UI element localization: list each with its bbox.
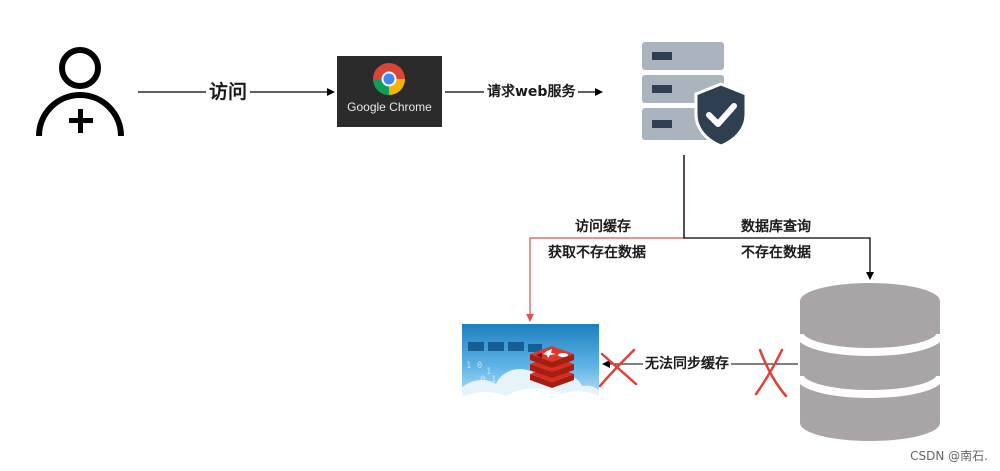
- cache-access-label-1: 访问缓存: [575, 218, 631, 236]
- red-cross-cache: [598, 348, 638, 388]
- red-cross-db: [754, 348, 788, 398]
- db-query-label-1: 数据库查询: [741, 218, 811, 236]
- db-query-arrow: [683, 155, 874, 280]
- svg-text:0 1: 0 1: [480, 375, 496, 385]
- user-add-icon: [36, 47, 124, 137]
- svg-text:1: 1: [486, 367, 491, 377]
- svg-text:1 0: 1 0: [466, 361, 482, 371]
- redis-cache-art: 1 0 0 11: [462, 342, 599, 401]
- google-chrome-tile: Google Chrome: [337, 56, 442, 127]
- browser-name: Google Chrome: [347, 100, 432, 114]
- chrome-logo: [373, 63, 405, 96]
- sync-fail-label: 无法同步缓存: [643, 355, 731, 373]
- database-icon: [798, 283, 943, 441]
- watermark: CSDN @南石.: [910, 449, 988, 463]
- db-query-label-2: 不存在数据: [741, 244, 811, 262]
- cache-access-arrow: [526, 155, 685, 322]
- server-shield-icon: [642, 42, 748, 148]
- visit-label: 访问: [206, 80, 251, 104]
- request-label: 请求web服务: [484, 83, 579, 101]
- cache-access-label-2: 获取不存在数据: [548, 244, 646, 262]
